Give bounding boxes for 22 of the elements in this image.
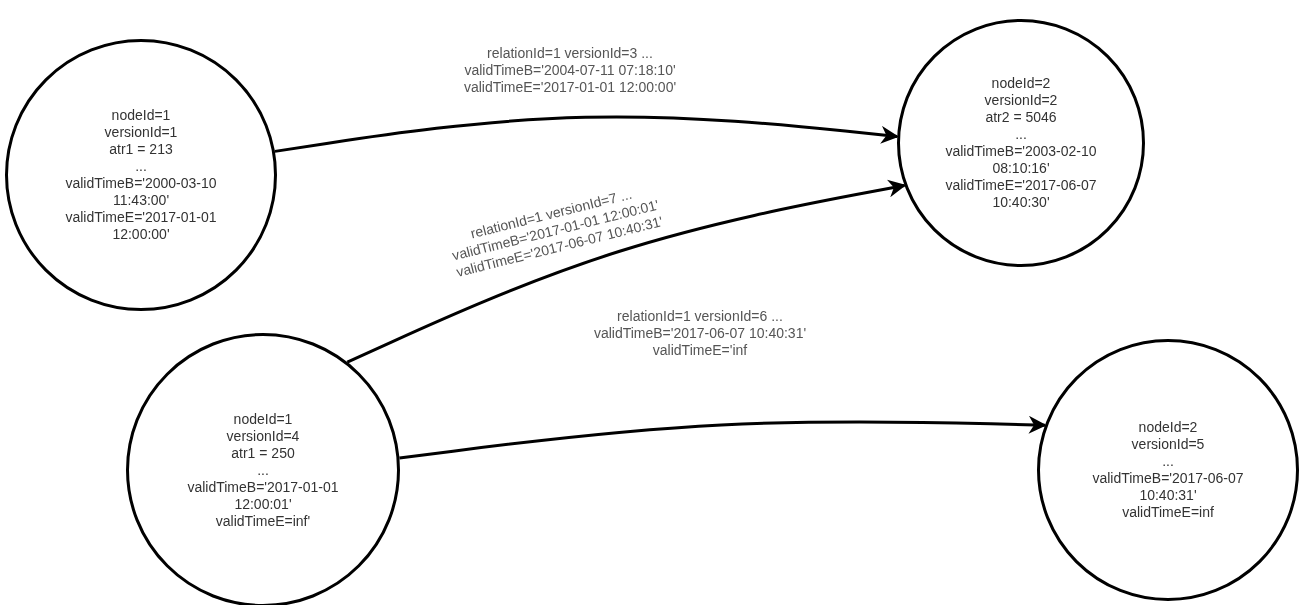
arrow [346, 179, 907, 364]
node-text: nodeId=1 [233, 410, 293, 428]
node-text: validTimeE='2017-06-07 10:40:30' [944, 177, 1098, 211]
node-text: atr2 = 5046 [985, 109, 1057, 126]
node-text: nodeId=1 [111, 107, 171, 124]
node-text: ... [1162, 453, 1174, 470]
arrow [399, 415, 1047, 460]
node-text: atr1 = 250 [231, 444, 295, 462]
node-text: nodeId=2 [1138, 419, 1198, 436]
node-text: versionId=5 [1131, 436, 1205, 453]
node-text: validTimeE=inf' [215, 512, 311, 530]
node-text: nodeId=2 [991, 75, 1051, 92]
arrow [274, 115, 899, 153]
node-text: ... [135, 158, 147, 175]
node-text: validTimeE='2017-01-01 12:00:00' [64, 209, 218, 243]
node-text: ... [1015, 126, 1027, 143]
node-text: versionId=4 [226, 427, 300, 445]
node-text: validTimeE=inf [1122, 504, 1214, 521]
node-text: ... [257, 461, 269, 479]
node-text: versionId=1 [104, 124, 178, 141]
node-text: atr1 = 213 [109, 141, 173, 158]
node-text: versionId=2 [984, 92, 1058, 109]
